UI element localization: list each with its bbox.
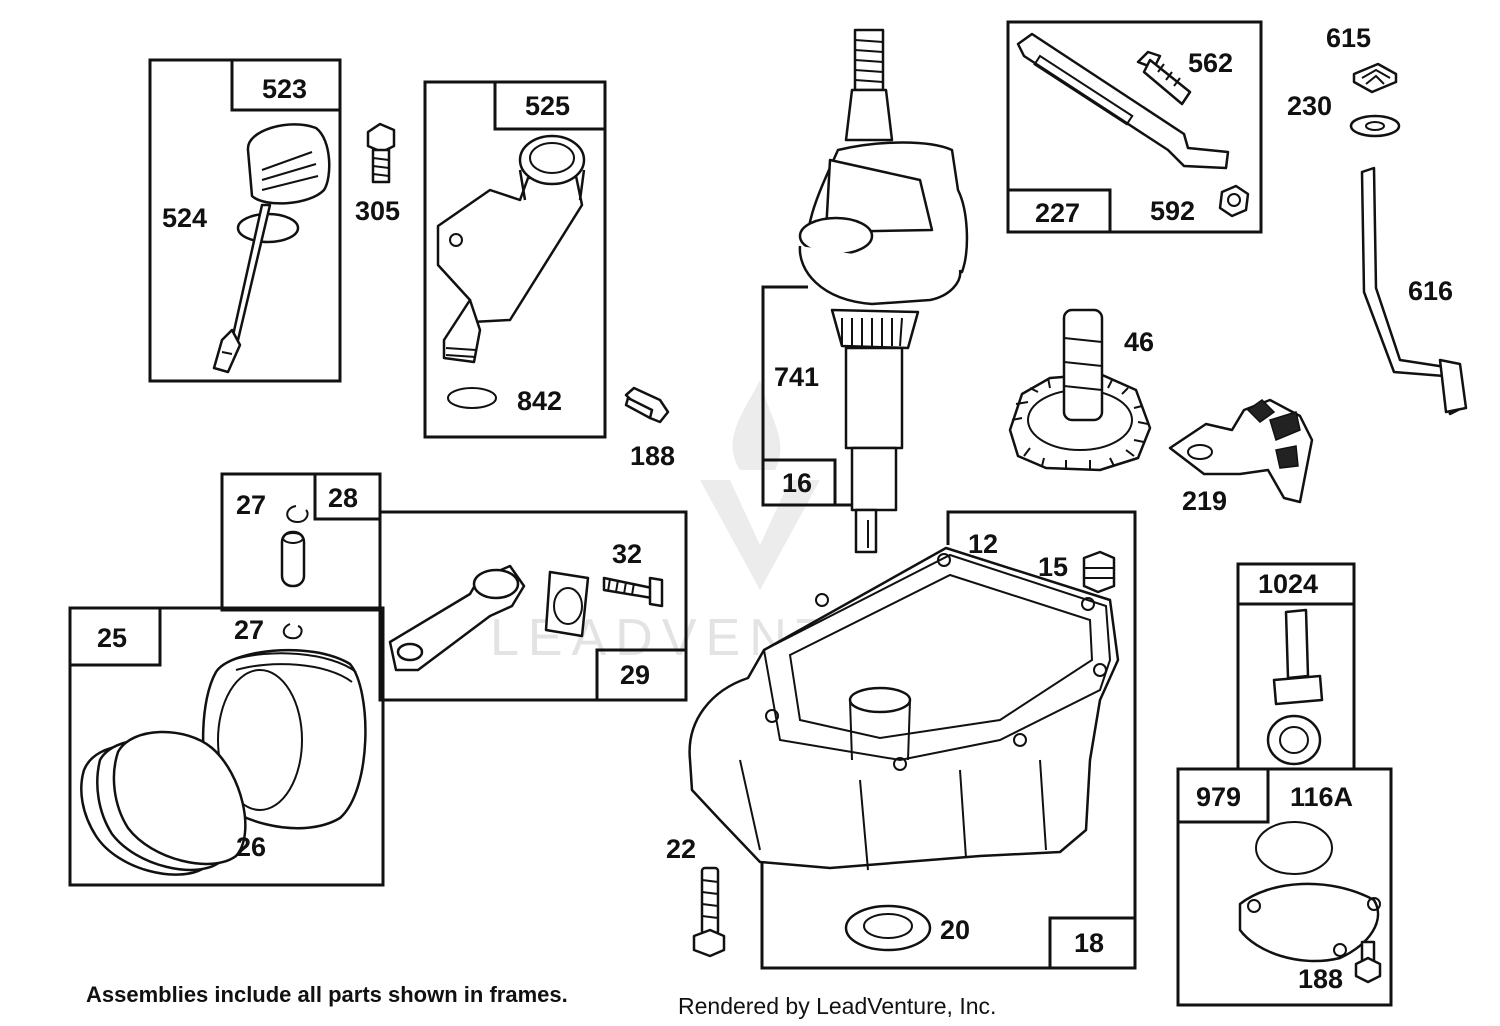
label-219: 219: [1182, 486, 1227, 516]
label-524: 524: [162, 203, 207, 233]
bolt-305-part: [366, 122, 396, 184]
label-616: 616: [1408, 276, 1453, 306]
label-18: 18: [1074, 928, 1104, 958]
seal-20-part: [844, 904, 932, 952]
label-523: 523: [262, 74, 307, 104]
crankcase-part: [688, 546, 1120, 871]
part-labels: 523 524 305 525 842 188 562 227 592 615 …: [97, 23, 1453, 994]
bolt-22-part: [692, 866, 726, 958]
label-562: 562: [1188, 48, 1233, 78]
label-22: 22: [666, 834, 696, 864]
plug-15-part: [1082, 550, 1116, 594]
dipstick-part: [212, 123, 331, 374]
label-842: 842: [517, 386, 562, 416]
label-305: 305: [355, 196, 400, 226]
label-16: 16: [782, 468, 812, 498]
frame-25: [68, 606, 385, 887]
label-188-top: 188: [630, 441, 675, 471]
label-27-top: 27: [236, 490, 266, 520]
crankshaft-part: [798, 28, 969, 554]
frame-523: [148, 58, 342, 383]
label-32: 32: [612, 539, 642, 569]
label-1024: 1024: [1258, 569, 1318, 599]
label-188-bottom: 188: [1298, 964, 1343, 994]
label-230: 230: [1287, 91, 1332, 121]
label-25: 25: [97, 623, 127, 653]
label-29: 29: [620, 660, 650, 690]
label-27-bottom: 27: [234, 615, 264, 645]
governor-shaft-parts: [1349, 62, 1468, 416]
frame-18: [760, 510, 1137, 970]
frame-525: [423, 80, 607, 439]
rendered-by-credit: Rendered by LeadVenture, Inc.: [678, 993, 996, 1019]
pump-cover-part: [1238, 821, 1382, 984]
connecting-rod-part: [388, 564, 664, 672]
bolt-188-part: [624, 386, 670, 424]
piston-part: [80, 623, 367, 876]
label-26: 26: [236, 832, 266, 862]
governor-bracket-part: [1016, 32, 1250, 218]
frame-227: [1006, 20, 1263, 234]
label-12: 12: [968, 529, 998, 559]
assemblies-note: Assemblies include all parts shown in fr…: [86, 982, 568, 1007]
label-46: 46: [1124, 327, 1154, 357]
label-592: 592: [1150, 196, 1195, 226]
label-227: 227: [1035, 198, 1080, 228]
camshaft-part: [1008, 308, 1152, 472]
label-116A: 116A: [1290, 782, 1353, 812]
label-20: 20: [940, 915, 970, 945]
label-979: 979: [1196, 782, 1241, 812]
label-525: 525: [525, 91, 570, 121]
label-15: 15: [1038, 552, 1068, 582]
label-615: 615: [1326, 23, 1371, 53]
oil-fill-tube-part: [436, 134, 586, 409]
frame-979: [1176, 767, 1393, 1007]
oil-pump-part: [1266, 608, 1324, 766]
governor-part: [1168, 398, 1314, 504]
frame-29: [378, 510, 688, 702]
label-28: 28: [328, 483, 358, 513]
label-741: 741: [774, 362, 819, 392]
frame-16: [761, 285, 858, 507]
wrist-pin-part: [280, 505, 309, 588]
